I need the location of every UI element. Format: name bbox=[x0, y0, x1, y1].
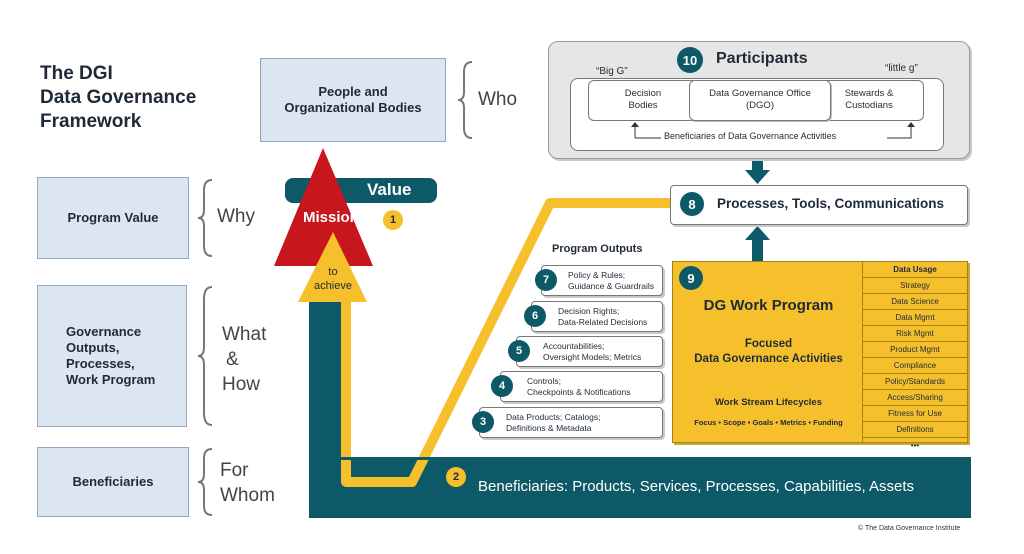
work-program-box bbox=[672, 261, 867, 443]
title-line-2: Data Governance bbox=[40, 87, 197, 108]
why-label: Why bbox=[217, 206, 255, 227]
for-word: For bbox=[220, 460, 249, 481]
data-usage-item: Compliance bbox=[863, 357, 967, 373]
ampersand-word: & bbox=[226, 349, 239, 370]
who-label: Who bbox=[478, 89, 518, 110]
what-brace bbox=[197, 286, 213, 426]
data-usage-item: Data Science bbox=[863, 293, 967, 309]
people-box-label: People and Organizational Bodies bbox=[284, 83, 422, 115]
data-usage-item: Fitness for Use bbox=[863, 405, 967, 421]
beneficiaries-box-label: Beneficiaries bbox=[72, 473, 154, 489]
program-value-box: Program Value bbox=[37, 177, 189, 259]
data-usage-item: Risk Mgmt bbox=[863, 325, 967, 341]
output-number-3: 3 bbox=[472, 411, 494, 433]
data-usage-item: Data Mgmt bbox=[863, 309, 967, 325]
governance-outputs-label: Governance Outputs, Processes, Work Prog… bbox=[66, 323, 156, 388]
beneficiaries-bar-gold-line bbox=[341, 460, 429, 487]
output-item-7: Policy & Rules;Guidance & Guardrails bbox=[541, 265, 663, 296]
beneficiaries-bar-label: Beneficiaries: Products, Services, Proce… bbox=[478, 478, 915, 495]
whom-brace bbox=[197, 448, 213, 516]
data-usage-heading: Data Usage bbox=[893, 265, 937, 274]
big-g-label: “Big G” bbox=[596, 66, 628, 77]
program-outputs-heading: Program Outputs bbox=[552, 243, 643, 255]
data-usage-item: Access/Sharing bbox=[863, 389, 967, 405]
data-usage-item: Definitions bbox=[863, 421, 967, 437]
governance-outputs-box: Governance Outputs, Processes, Work Prog… bbox=[37, 285, 187, 427]
output-number-6: 6 bbox=[524, 305, 546, 327]
mission-triangle bbox=[274, 148, 373, 266]
participants-number: 10 bbox=[677, 47, 703, 73]
participants-title: Participants bbox=[716, 50, 808, 67]
value-label: Value bbox=[367, 180, 412, 199]
lifecycle-items: Focus • Scope • Goals • Metrics • Fundin… bbox=[694, 418, 843, 427]
processes-box bbox=[670, 185, 968, 225]
output-item-6: Decision Rights;Data-Related Decisions bbox=[531, 301, 663, 332]
what-how-label: What & How bbox=[222, 322, 266, 397]
beneficiaries-box: Beneficiaries bbox=[37, 447, 189, 517]
output-number-5: 5 bbox=[508, 340, 530, 362]
achieve-word: achieve bbox=[314, 280, 352, 292]
how-word: How bbox=[222, 374, 261, 395]
output-number-4: 4 bbox=[491, 375, 513, 397]
beneficiaries-of-dg-label: Beneficiaries of Data Governance Activit… bbox=[664, 131, 837, 141]
work-stream-lifecycles: Work Stream Lifecycles bbox=[714, 397, 822, 408]
to-word: to bbox=[328, 266, 338, 278]
people-box: People and Organizational Bodies bbox=[260, 58, 446, 142]
data-usage-item: Product Mgmt bbox=[863, 341, 967, 357]
title-line-3: Framework bbox=[40, 111, 142, 132]
beneficiaries-number: 2 bbox=[446, 467, 466, 487]
what-word: What bbox=[222, 324, 267, 345]
who-brace bbox=[457, 61, 473, 139]
title-line-1: The DGI bbox=[40, 63, 113, 84]
processes-label: Processes, Tools, Communications bbox=[717, 196, 945, 211]
data-usage-panel: Data Usage Strategy Data Science Data Mg… bbox=[862, 261, 968, 450]
stewards-box: Stewards & Custodians bbox=[814, 80, 924, 121]
whom-word: Whom bbox=[220, 485, 275, 506]
program-value-label: Program Value bbox=[67, 209, 159, 225]
work-program-number: 9 bbox=[679, 266, 703, 290]
output-item-3: Data Products; Catalogs;Definitions & Me… bbox=[479, 407, 663, 438]
little-g-label: “little g” bbox=[885, 63, 918, 74]
work-program-title: DG Work Program bbox=[703, 297, 834, 314]
page-title: The DGI Data Governance Framework bbox=[40, 62, 196, 134]
copyright: © The Data Governance Institute bbox=[858, 525, 961, 532]
output-item-4: Controls;Checkpoints & Notifications bbox=[500, 371, 663, 402]
dgo-box: Data Governance Office (DGO) bbox=[689, 80, 831, 121]
processes-number: 8 bbox=[680, 192, 704, 216]
data-usage-item: Strategy bbox=[863, 277, 967, 293]
mission-number: 1 bbox=[383, 210, 403, 230]
to-achieve-label: to achieve bbox=[310, 265, 356, 293]
why-brace bbox=[197, 179, 213, 257]
work-program-focused: Focused Data Governance Activities bbox=[694, 338, 843, 365]
output-item-5: Accountabilities;Oversight Models; Metri… bbox=[516, 336, 663, 367]
to-achieve-triangle bbox=[298, 232, 367, 302]
for-whom-label: For Whom bbox=[220, 458, 275, 508]
data-usage-item: ••• bbox=[863, 437, 967, 453]
output-number-7: 7 bbox=[535, 269, 557, 291]
beneficiaries-arrows bbox=[631, 122, 915, 139]
decision-bodies-box: Decision Bodies bbox=[588, 80, 698, 121]
mission-label: Mission bbox=[303, 209, 359, 226]
data-usage-item: Policy/Standards bbox=[863, 373, 967, 389]
